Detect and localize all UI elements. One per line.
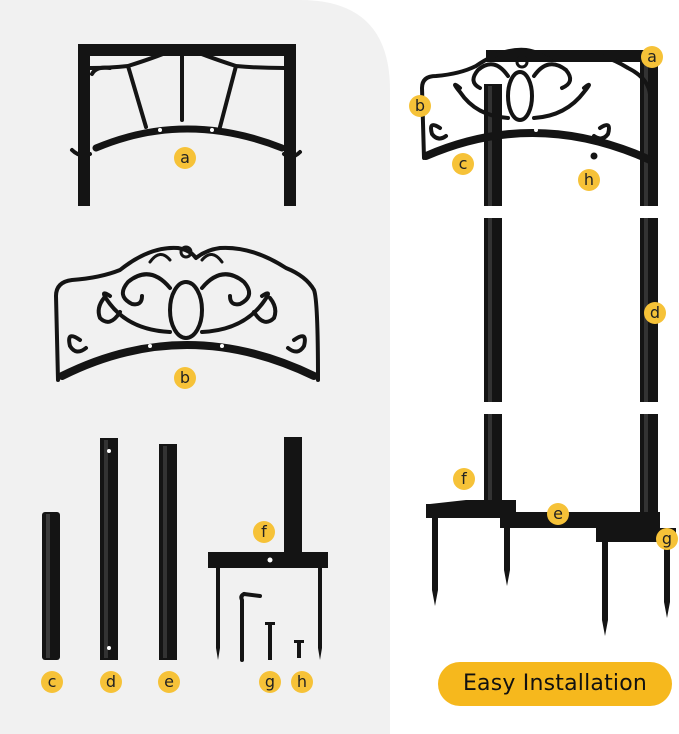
- part-f-base-bracket: [208, 437, 328, 660]
- assembled-badge-d: d: [644, 302, 666, 324]
- label-badge-d: d: [100, 671, 122, 693]
- assembled-badge-g: g: [656, 528, 678, 550]
- part-c-tube: [42, 512, 60, 660]
- label-badge-e: e: [158, 671, 180, 693]
- assembled-badge-e: e: [547, 503, 569, 525]
- part-d-pole: [100, 438, 118, 660]
- label-badge-h: h: [291, 671, 313, 693]
- assembled-hose-stand: [420, 47, 676, 636]
- assembled-badge-h: h: [578, 169, 600, 191]
- easy-installation-caption: Easy Installation: [438, 662, 672, 706]
- label-badge-g: g: [259, 671, 281, 693]
- label-badge-c: c: [41, 671, 63, 693]
- part-h-screw: [294, 640, 304, 658]
- label-badge-a: a: [174, 147, 196, 169]
- part-b-scroll-panel: [54, 245, 320, 382]
- label-badge-f: f: [253, 521, 275, 543]
- assembled-badge-f: f: [453, 468, 475, 490]
- assembled-badge-b: b: [409, 95, 431, 117]
- part-g-hex-key-and-bolt: [239, 592, 275, 662]
- part-a-top-frame: [70, 44, 302, 206]
- assembled-badge-c: c: [452, 153, 474, 175]
- part-e-pole: [159, 444, 177, 660]
- label-badge-b: b: [174, 367, 196, 389]
- assembled-badge-a: a: [641, 46, 663, 68]
